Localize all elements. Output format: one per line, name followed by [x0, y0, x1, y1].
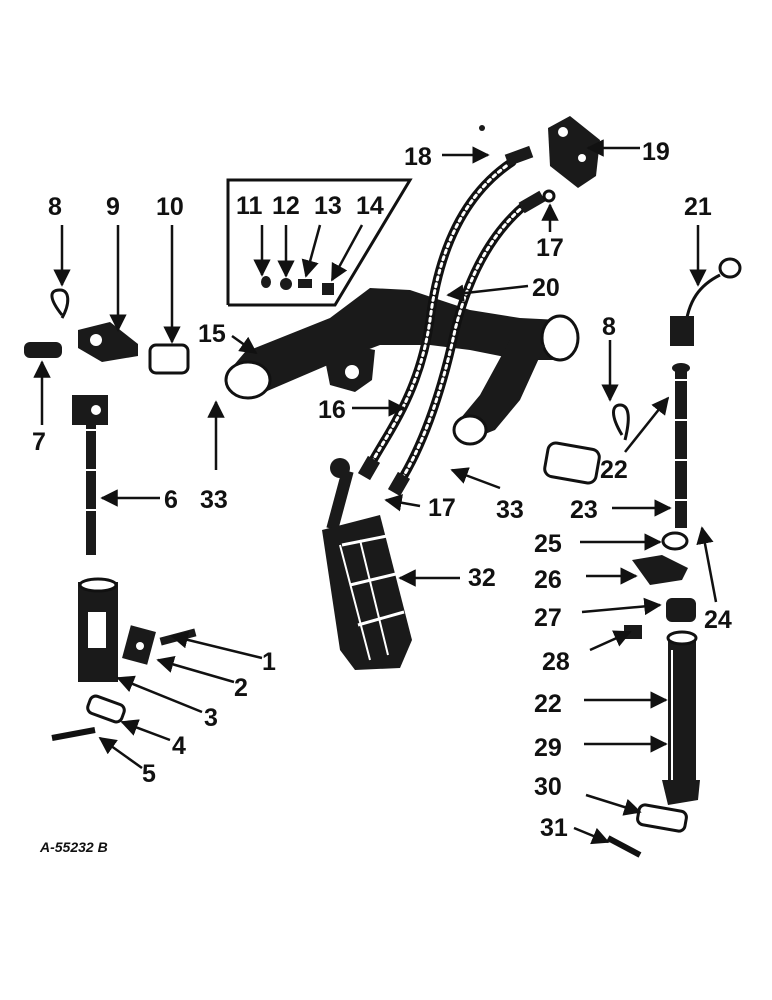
parts-kit-box — [226, 178, 413, 307]
callout-24: 24 — [704, 606, 732, 634]
callout-20: 20 — [532, 274, 560, 302]
callout-29: 29 — [534, 734, 562, 762]
callout-14: 14 — [356, 192, 384, 220]
callout-1: 1 — [262, 648, 276, 676]
callout-12: 12 — [272, 192, 300, 220]
callout-18: 18 — [404, 143, 432, 171]
callout-3: 3 — [204, 704, 218, 732]
callout-2: 2 — [234, 674, 248, 702]
rockshaft-assembly — [224, 288, 580, 446]
callout-13: 13 — [314, 192, 342, 220]
callout-25: 25 — [534, 530, 562, 558]
callout-32: 32 — [468, 564, 496, 592]
left-linkage-parts — [24, 288, 197, 741]
callout-4: 4 — [172, 732, 186, 760]
callout-6: 6 — [164, 486, 178, 514]
callout-16: 16 — [318, 396, 346, 424]
callout-8b: 8 — [602, 313, 616, 341]
callout-33b: 33 — [496, 496, 524, 524]
callout-22a: 22 — [600, 456, 628, 484]
callout-15: 15 — [198, 320, 226, 348]
callout-5: 5 — [142, 760, 156, 788]
callout-7: 7 — [32, 428, 46, 456]
leader-arrows — [33, 139, 718, 845]
valve-block — [479, 116, 600, 203]
hydraulic-cylinder — [322, 458, 412, 670]
callout-17b: 17 — [428, 494, 456, 522]
callout-30: 30 — [534, 773, 562, 801]
callout-33a: 33 — [200, 486, 228, 514]
callout-11: 11 — [236, 192, 263, 220]
right-linkage-parts — [543, 257, 742, 858]
callout-26: 26 — [534, 566, 562, 594]
callout-21: 21 — [684, 193, 712, 221]
callout-8: 8 — [48, 193, 62, 221]
callout-labels: 1 2 3 4 5 6 7 8 9 10 11 12 13 14 15 16 1… — [32, 138, 732, 855]
hoses — [357, 145, 546, 497]
callout-17a: 17 — [536, 234, 564, 262]
callout-19: 19 — [642, 138, 670, 166]
callout-31: 31 — [540, 814, 568, 842]
callout-22b: 22 — [534, 690, 562, 718]
drawing-code: A-55232 B — [39, 839, 108, 855]
callout-23: 23 — [570, 496, 598, 524]
callout-9: 9 — [106, 193, 120, 221]
callout-27: 27 — [534, 604, 562, 632]
callout-28: 28 — [542, 648, 570, 676]
callout-10: 10 — [156, 193, 184, 221]
